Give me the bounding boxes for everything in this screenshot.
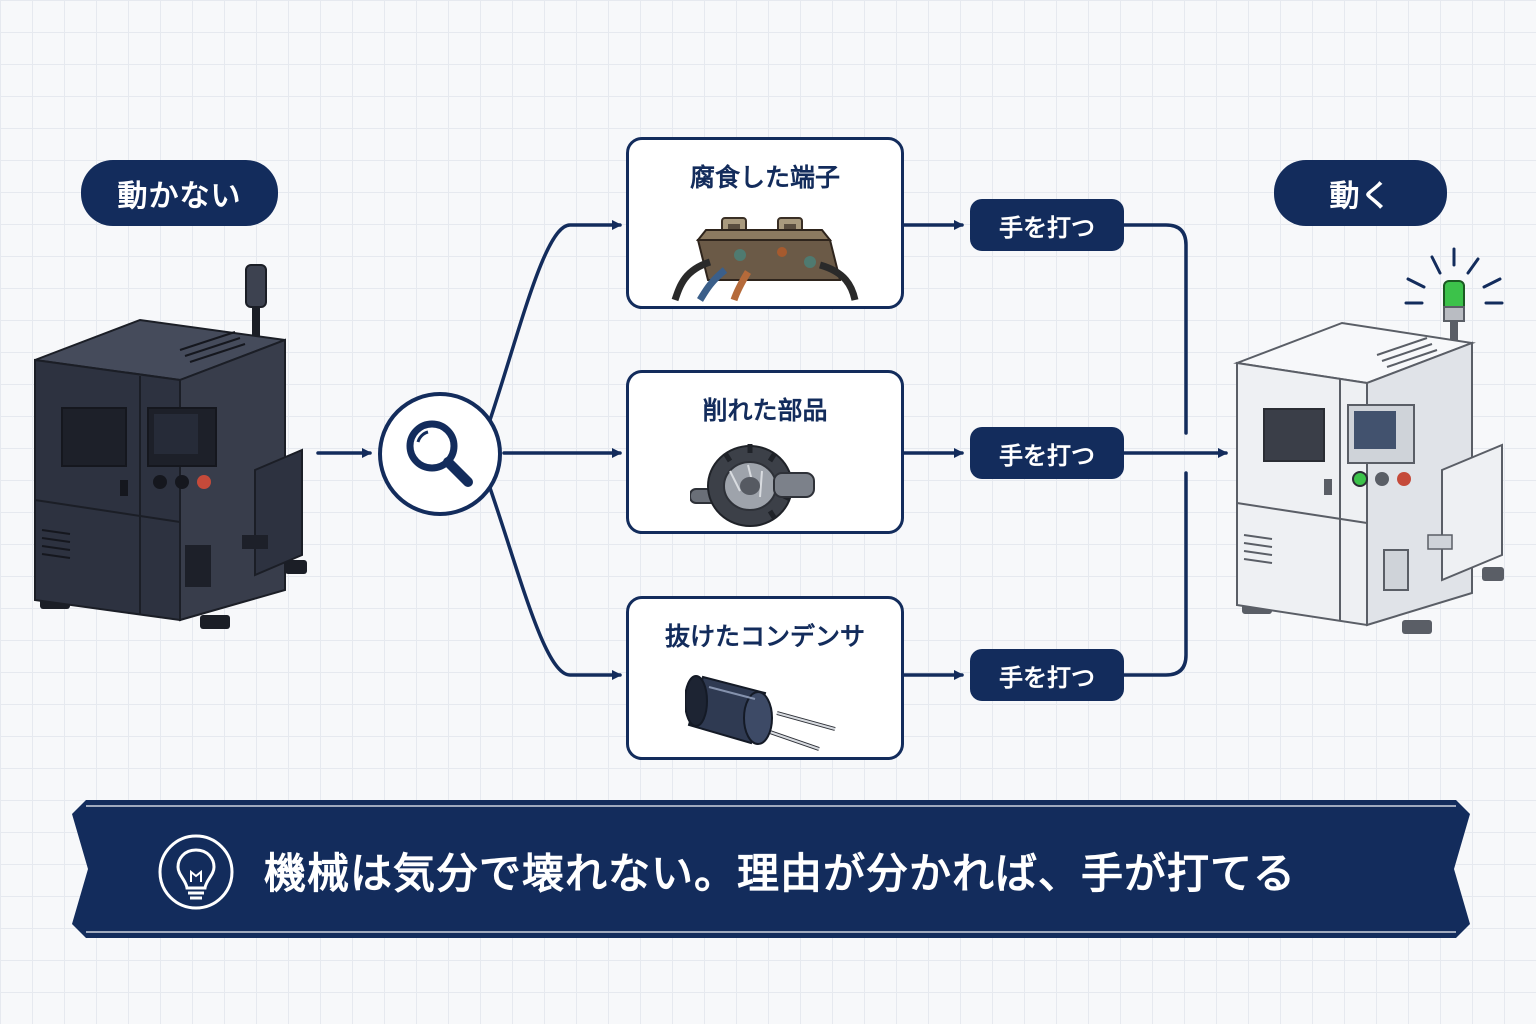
action-capacitor: 手を打つ (970, 649, 1124, 701)
magnifier-icon (378, 392, 502, 516)
end-label: 動く (1274, 160, 1447, 226)
action-gear: 手を打つ (970, 427, 1124, 479)
cause-card-gear: 削れた部品 (626, 370, 904, 534)
worn-gear-icon (690, 444, 815, 527)
capacitor-icon (685, 675, 836, 751)
branch-to-capacitor (488, 486, 622, 680)
merge-top (1122, 223, 1188, 435)
corroded-terminal-icon (671, 217, 859, 302)
broken-machine (34, 264, 307, 629)
banner-message: 機械は気分で壊れない。理由が分かれば、手が打てる (264, 848, 1297, 898)
cause-title-capacitor: 抜けたコンデンサ (664, 622, 865, 651)
cause-title-gear: 削れた部品 (702, 396, 828, 425)
branch-to-terminal (488, 220, 622, 422)
lightbulb-icon (158, 834, 234, 910)
cause-card-terminal: 腐食した端子 (626, 137, 904, 309)
action-terminal: 手を打つ (970, 199, 1124, 251)
cause-card-capacitor: 抜けたコンデンサ (626, 596, 904, 760)
message-banner (72, 800, 1470, 938)
working-machine (1233, 247, 1504, 634)
glow-ray (1430, 255, 1442, 275)
start-label: 動かない (81, 160, 278, 226)
cause-title-terminal: 腐食した端子 (689, 163, 840, 192)
merge-bottom (1122, 471, 1188, 677)
